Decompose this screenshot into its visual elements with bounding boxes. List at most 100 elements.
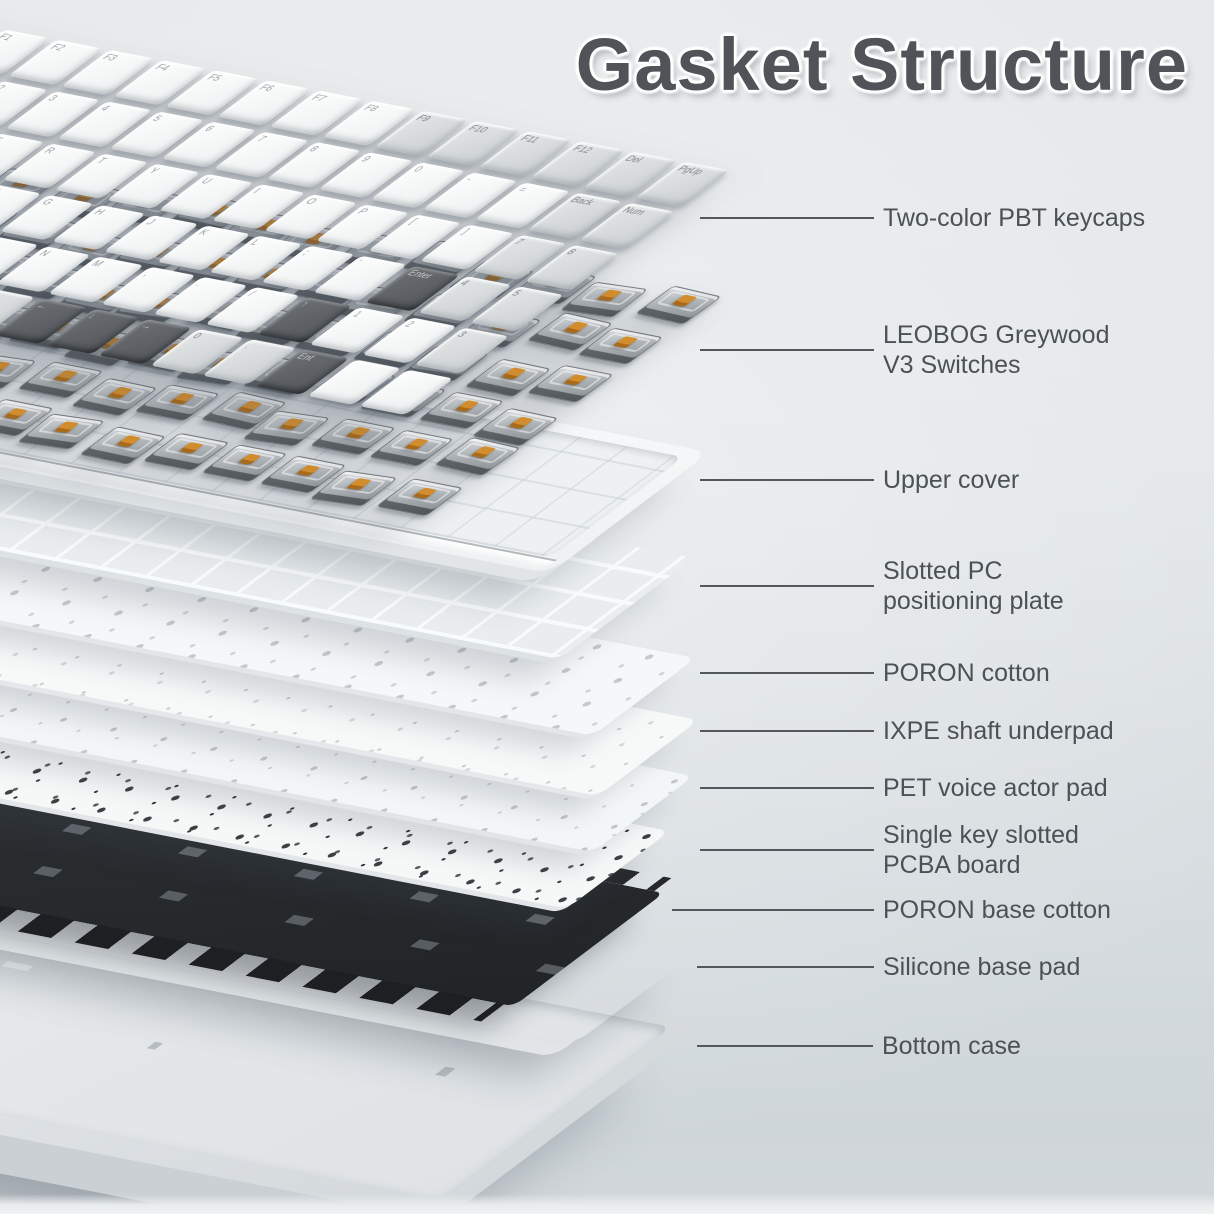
keycap-legend: Del xyxy=(622,153,647,165)
keycap-legend: , xyxy=(140,269,154,278)
callout-ixpe-underpad: IXPE shaft underpad xyxy=(700,716,1114,746)
keycap-legend: F12 xyxy=(570,143,596,155)
callout-bottom-case: Bottom case xyxy=(697,1031,1021,1061)
keycap-legend: 4 xyxy=(97,103,113,113)
keycap-legend: F8 xyxy=(361,102,383,114)
keycap-legend: Y xyxy=(146,165,164,176)
keycap-legend: K xyxy=(195,227,213,237)
callout-label: PORON cotton xyxy=(883,659,1050,687)
keycap-legend: U xyxy=(198,175,216,186)
callout-upper-cover: Upper cover xyxy=(700,465,1019,495)
callout-keycaps: Two-color PBT keycaps xyxy=(700,203,1145,233)
keycap-legend: F7 xyxy=(308,92,330,103)
keycap-legend: F10 xyxy=(465,123,492,135)
callout-label: Single key slotted PCBA board xyxy=(883,821,1079,879)
keycap-legend: 6 xyxy=(201,124,218,134)
keycap-legend: Ent xyxy=(294,351,319,363)
keycap-legend: E xyxy=(0,135,7,145)
callout-positioning-plate: Slotted PC positioning plate xyxy=(700,556,1064,616)
keycap-legend: R xyxy=(41,145,60,155)
keycap-legend: G xyxy=(38,197,57,207)
keycap-legend: ] xyxy=(459,226,473,236)
keycap-legend: 1 xyxy=(349,309,366,319)
callout-label: Bottom case xyxy=(882,1032,1021,1060)
leader-line xyxy=(700,730,874,732)
callout-label: Silicone base pad xyxy=(883,953,1081,981)
keycap-legend: ↓ xyxy=(85,310,101,320)
keycap-legend: [ xyxy=(407,216,421,226)
keycap-legend: ↑ xyxy=(297,299,313,309)
keycap-legend: 2 xyxy=(0,83,9,93)
callout-label: PET voice actor pad xyxy=(883,774,1108,802)
leader-line xyxy=(700,349,874,351)
keycap-legend: Fn xyxy=(0,290,2,300)
callout-label: PORON base cotton xyxy=(883,896,1111,924)
keycap-legend: L xyxy=(247,237,264,247)
keycap-legend: / xyxy=(244,289,259,299)
keycap-legend: 7 xyxy=(511,236,528,246)
keycap-legend: F xyxy=(0,187,3,197)
keycap-legend: O xyxy=(303,196,321,206)
keycap-legend: F6 xyxy=(256,82,278,93)
keycap-legend: 5 xyxy=(508,288,525,298)
keycap-legend: PgUp xyxy=(674,163,708,177)
callout-label: Slotted PC positioning plate xyxy=(883,557,1064,615)
leader-line xyxy=(672,909,874,911)
keycap-legend: F3 xyxy=(100,52,122,63)
keycap-legend: - xyxy=(462,174,477,184)
callout-switches: LEOBOG Greywood V3 Switches xyxy=(700,320,1109,380)
keycap-legend: F9 xyxy=(413,113,435,124)
callout-label: LEOBOG Greywood V3 Switches xyxy=(883,321,1110,379)
leader-line xyxy=(700,787,874,789)
keycap-legend: 3 xyxy=(453,330,470,340)
leader-line xyxy=(697,966,874,968)
keycap-legend: 2 xyxy=(401,319,418,330)
keycap-legend: . xyxy=(241,341,256,350)
page-title: Gasket Structure xyxy=(575,23,1188,106)
floor-highlight-strip xyxy=(0,1194,1214,1214)
callout-label: Two-color PBT keycaps xyxy=(883,204,1146,232)
callout-pet-pad: PET voice actor pad xyxy=(700,773,1108,803)
keycap-legend: Num xyxy=(619,205,649,218)
keycap-legend: Back xyxy=(567,195,598,208)
keycap-legend: 0 xyxy=(410,164,427,174)
keycap-legend: ' xyxy=(352,258,365,267)
keycap-legend: F1 xyxy=(0,31,17,42)
leader-line xyxy=(697,1045,873,1047)
keycap-legend: J xyxy=(143,217,159,227)
leader-line xyxy=(700,849,874,851)
keycap-legend: P xyxy=(355,206,372,216)
mechanical-switch xyxy=(635,285,722,325)
callout-poron-base-cotton: PORON base cotton xyxy=(672,895,1111,925)
callout-label: IXPE shaft underpad xyxy=(883,717,1114,745)
keycap-legend: T xyxy=(94,155,111,165)
callout-label: Upper cover xyxy=(883,466,1020,494)
keycap-legend: F2 xyxy=(47,42,69,53)
keycap-legend: Enter xyxy=(404,268,437,281)
keycap-legend: → xyxy=(137,320,158,331)
keycap-legend: 8 xyxy=(305,144,322,154)
keycap-legend: = xyxy=(514,185,531,195)
callout-silicone-base-pad: Silicone base pad xyxy=(697,952,1080,982)
keycap-legend: 9 xyxy=(358,154,374,164)
keycap-legend: H xyxy=(91,207,109,217)
leader-line xyxy=(700,585,874,587)
keycap-legend: 0 xyxy=(189,331,206,341)
keycap-legend: I xyxy=(250,186,265,195)
keycap-legend: M xyxy=(88,259,107,269)
leader-line xyxy=(700,217,874,219)
keycap-legend: . xyxy=(192,279,206,288)
keycap-legend: 5 xyxy=(149,114,165,124)
keycap-legend: ; xyxy=(300,247,314,257)
keycap-legend: N xyxy=(36,248,54,259)
keycap-legend: F5 xyxy=(204,72,226,83)
keycap-legend: F4 xyxy=(152,62,174,73)
keycap-legend: 4 xyxy=(456,278,473,288)
keycap-legend: ← xyxy=(33,300,53,311)
callout-pcba-board: Single key slotted PCBA board xyxy=(700,820,1079,880)
keycap-legend: 7 xyxy=(253,134,270,144)
callout-poron-cotton: PORON cotton xyxy=(700,658,1050,688)
keycap-legend: F11 xyxy=(517,133,544,145)
keycap-legend: 8 xyxy=(564,246,580,257)
